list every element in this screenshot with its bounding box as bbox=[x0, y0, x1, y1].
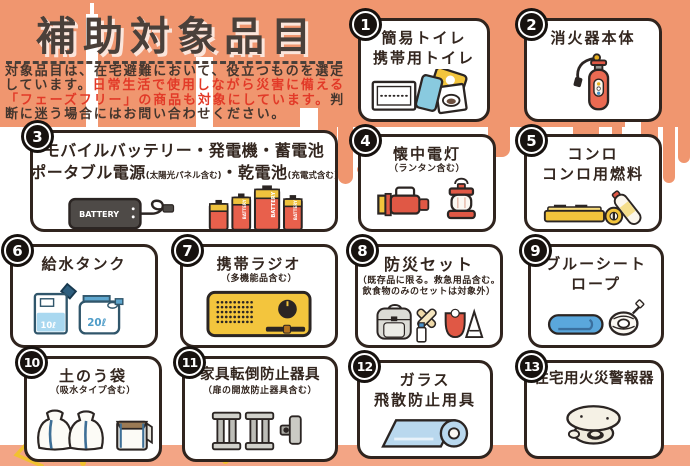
radio-illustration bbox=[206, 290, 312, 338]
card-title: ロープ bbox=[570, 275, 622, 294]
white-building bbox=[196, 57, 213, 127]
emergency-kit-illustration bbox=[376, 303, 484, 343]
card-title: 簡易トイレ bbox=[381, 29, 467, 47]
intro-dark-2: 判断に迷う場合にはお問い合わせください。 bbox=[5, 92, 345, 123]
card-title: 飛散防止用具 bbox=[373, 391, 476, 410]
svg-text:BATTERY: BATTERY bbox=[271, 192, 277, 218]
white-building bbox=[86, 14, 98, 127]
item-number-badge: 8 bbox=[346, 234, 379, 267]
card-portable-toilet: 1 簡易トイレ 携帯用トイレ bbox=[349, 8, 490, 122]
card-note: （扉の開放防止器具含む） bbox=[202, 385, 317, 396]
furniture-brace-illustration bbox=[211, 411, 302, 451]
item-number-badge: 11 bbox=[173, 346, 206, 379]
card-sandbag: 10 土のう袋 （吸水タイプ含む） bbox=[15, 346, 162, 462]
card-title: 携帯用トイレ bbox=[372, 49, 475, 68]
card-note: 飲食物のみのセットは対象外） bbox=[362, 287, 496, 298]
card-title: コンロ bbox=[567, 145, 619, 163]
intro-red: 日常生活で使用しながら災害に備える「フェーズフリー」の商品も対象にしています。 bbox=[5, 78, 345, 108]
bottom-band bbox=[0, 445, 690, 466]
card-blue-sheet: 9 ブルーシート ロープ bbox=[519, 234, 664, 348]
card-title: 携帯ラジオ bbox=[216, 255, 302, 273]
item-number-badge: 4 bbox=[349, 124, 382, 157]
item-number-badge: 1 bbox=[349, 8, 382, 41]
card-note: （ランタン含む） bbox=[388, 164, 465, 175]
fire-alarm-illustration bbox=[566, 405, 621, 445]
card-title: ガラス bbox=[399, 371, 451, 389]
item-number-badge: 12 bbox=[348, 350, 381, 383]
card-title: 土のう袋 bbox=[58, 367, 127, 385]
card-water-tank: 6 給水タンク 10ℓ 20ℓ bbox=[1, 234, 158, 348]
skyline-drip bbox=[678, 127, 690, 163]
white-building-antenna bbox=[90, 3, 94, 15]
card-fire-alarm: 13 住宅用火災警報器 bbox=[515, 350, 664, 459]
water-tank-illustration: 10ℓ 20ℓ bbox=[33, 282, 124, 335]
item-number-badge: 2 bbox=[515, 8, 548, 41]
page-title: 補助対象品目 bbox=[36, 14, 318, 60]
card-stove: 5 コンロ コンロ用燃料 bbox=[515, 124, 662, 232]
svg-text:10ℓ: 10ℓ bbox=[41, 320, 57, 330]
intro-paragraph: 対象品目は、在宅避難において、役立つものを選定しています。日常生活で使用しながら… bbox=[5, 64, 345, 123]
skyline-drip bbox=[612, 127, 622, 139]
intro-dark-1: 対象品目は、在宅避難において、役立つものを選定しています。 bbox=[5, 64, 345, 94]
flashlight-illustration bbox=[377, 177, 476, 220]
white-building bbox=[300, 108, 318, 127]
card-title: ポータブル電源(太陽光パネル含む)・乾電池(充電式含む) bbox=[30, 162, 338, 182]
item-number-badge: 6 bbox=[1, 234, 34, 267]
card-radio: 7 携帯ラジオ （多機能品含む） bbox=[171, 234, 338, 348]
card-title: 消火器本体 bbox=[550, 29, 636, 47]
card-note: （吸水タイプ含む） bbox=[50, 386, 136, 397]
fire-extinguisher-illustration bbox=[573, 53, 610, 111]
svg-text:BATTERY: BATTERY bbox=[242, 199, 247, 219]
card-title: コンロ用燃料 bbox=[541, 165, 644, 184]
item-number-badge: 5 bbox=[515, 124, 548, 157]
card-mobile-battery: 3 モバイルバッテリー・発電機・蓄電池 ポータブル電源(太陽光パネル含む)・乾電… bbox=[21, 120, 338, 232]
card-title: ブルーシート bbox=[545, 255, 647, 273]
skyline-drip bbox=[663, 127, 675, 183]
item-number-badge: 13 bbox=[515, 350, 548, 383]
dashed-divider bbox=[6, 61, 342, 64]
card-fire-extinguisher: 2 消火器本体 bbox=[515, 8, 662, 122]
card-title: 防災セット bbox=[383, 255, 474, 274]
card-note: （既存品に限る。救急用品含む。 bbox=[357, 275, 501, 286]
card-furniture-brace: 11 家具転倒防止器具 （扉の開放防止器具含む） bbox=[173, 346, 338, 462]
glass-film-illustration bbox=[381, 418, 469, 448]
stove-illustration bbox=[543, 189, 642, 225]
card-flashlight: 4 懐中電灯 （ランタン含む） bbox=[349, 124, 496, 232]
card-title: 住宅用火災警報器 bbox=[534, 371, 654, 387]
blue-sheet-rope-illustration bbox=[547, 298, 645, 336]
svg-text:BATTERY: BATTERY bbox=[293, 200, 298, 220]
item-number-badge: 3 bbox=[21, 120, 54, 153]
svg-text:20ℓ: 20ℓ bbox=[87, 317, 106, 329]
card-title: 給水タンク bbox=[41, 255, 127, 273]
card-title: 家具転倒防止器具 bbox=[200, 367, 320, 383]
toilet-illustration bbox=[371, 68, 468, 114]
card-title: モバイルバッテリー・発電機・蓄電池 bbox=[43, 141, 325, 160]
card-title: 懐中電灯 bbox=[392, 145, 461, 163]
card-note: （多機能品含む） bbox=[220, 274, 297, 285]
item-number-badge: 9 bbox=[519, 234, 552, 267]
item-number-badge: 7 bbox=[171, 234, 204, 267]
svg-text:BATTERY: BATTERY bbox=[79, 210, 119, 219]
card-emergency-kit: 8 防災セット （既存品に限る。救急用品含む。 飲食物のみのセットは対象外） bbox=[346, 234, 503, 348]
card-glass-film: 12 ガラス 飛散防止用具 bbox=[348, 350, 493, 459]
sandbag-illustration bbox=[37, 409, 153, 451]
item-number-badge: 10 bbox=[15, 346, 48, 379]
battery-illustration: BATTERY BATTERY BATTERY BATTERY bbox=[68, 185, 303, 231]
yellow-dot bbox=[80, 460, 86, 466]
